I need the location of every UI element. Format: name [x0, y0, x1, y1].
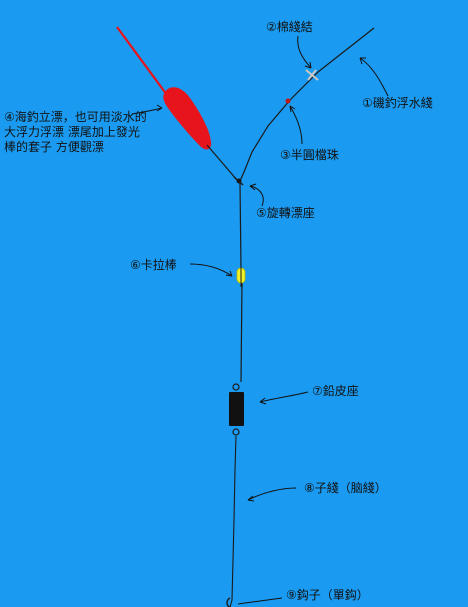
cotton-knot: [305, 69, 319, 81]
pointer-arrow-main-line: [359, 57, 389, 97]
pointer-arrow-cotton-knot: [297, 35, 312, 69]
pointer-arrow-swivel: [249, 185, 264, 207]
label-kala-stick: ⑥卡拉棒: [130, 258, 177, 272]
pointer-arrow-sub-line: [247, 487, 297, 501]
pointer-arrow-bead: [289, 105, 303, 145]
float-tail: [206, 144, 238, 181]
label-cotton-knot: ②棉綫結: [266, 20, 313, 34]
main-float-line: [239, 27, 375, 182]
float-note-line-3: 棒的套子 方便觀漂: [4, 140, 104, 154]
sub-line: [229, 435, 237, 607]
sea-float-body: [163, 87, 212, 150]
label-main-line: ①磯釣浮水綫: [362, 96, 433, 110]
label-lead-seat: ⑦鉛皮座: [312, 384, 359, 398]
hook: [226, 597, 231, 607]
label-hook: ⑨鈎子（單鈎）: [286, 588, 369, 602]
float-note: ④海釣立漂，也可用淡水的 大浮力浮漂 漂尾加上發光 棒的套子 方便觀漂: [4, 110, 147, 155]
pointer-arrow-kala: [189, 263, 233, 277]
swivel-seat: [233, 176, 244, 186]
label-swivel-seat: ⑤旋轉漂座: [256, 206, 315, 220]
half-round-bead: [285, 98, 291, 104]
pointer-arrow-hook: [237, 597, 283, 605]
pointer-arrow-lead: [259, 391, 309, 403]
lead-seat: [229, 383, 244, 436]
label-sub-line: ⑧子綫（脑綫）: [304, 481, 387, 495]
pointer-arrow-float: [131, 107, 163, 115]
float-antenna: [116, 26, 168, 96]
float-note-line-2: 大浮力浮漂 漂尾加上發光: [4, 125, 140, 139]
label-half-round-bead: ③半圓檔珠: [280, 148, 339, 162]
float-note-line-1: ④海釣立漂，也可用淡水的: [4, 110, 147, 124]
